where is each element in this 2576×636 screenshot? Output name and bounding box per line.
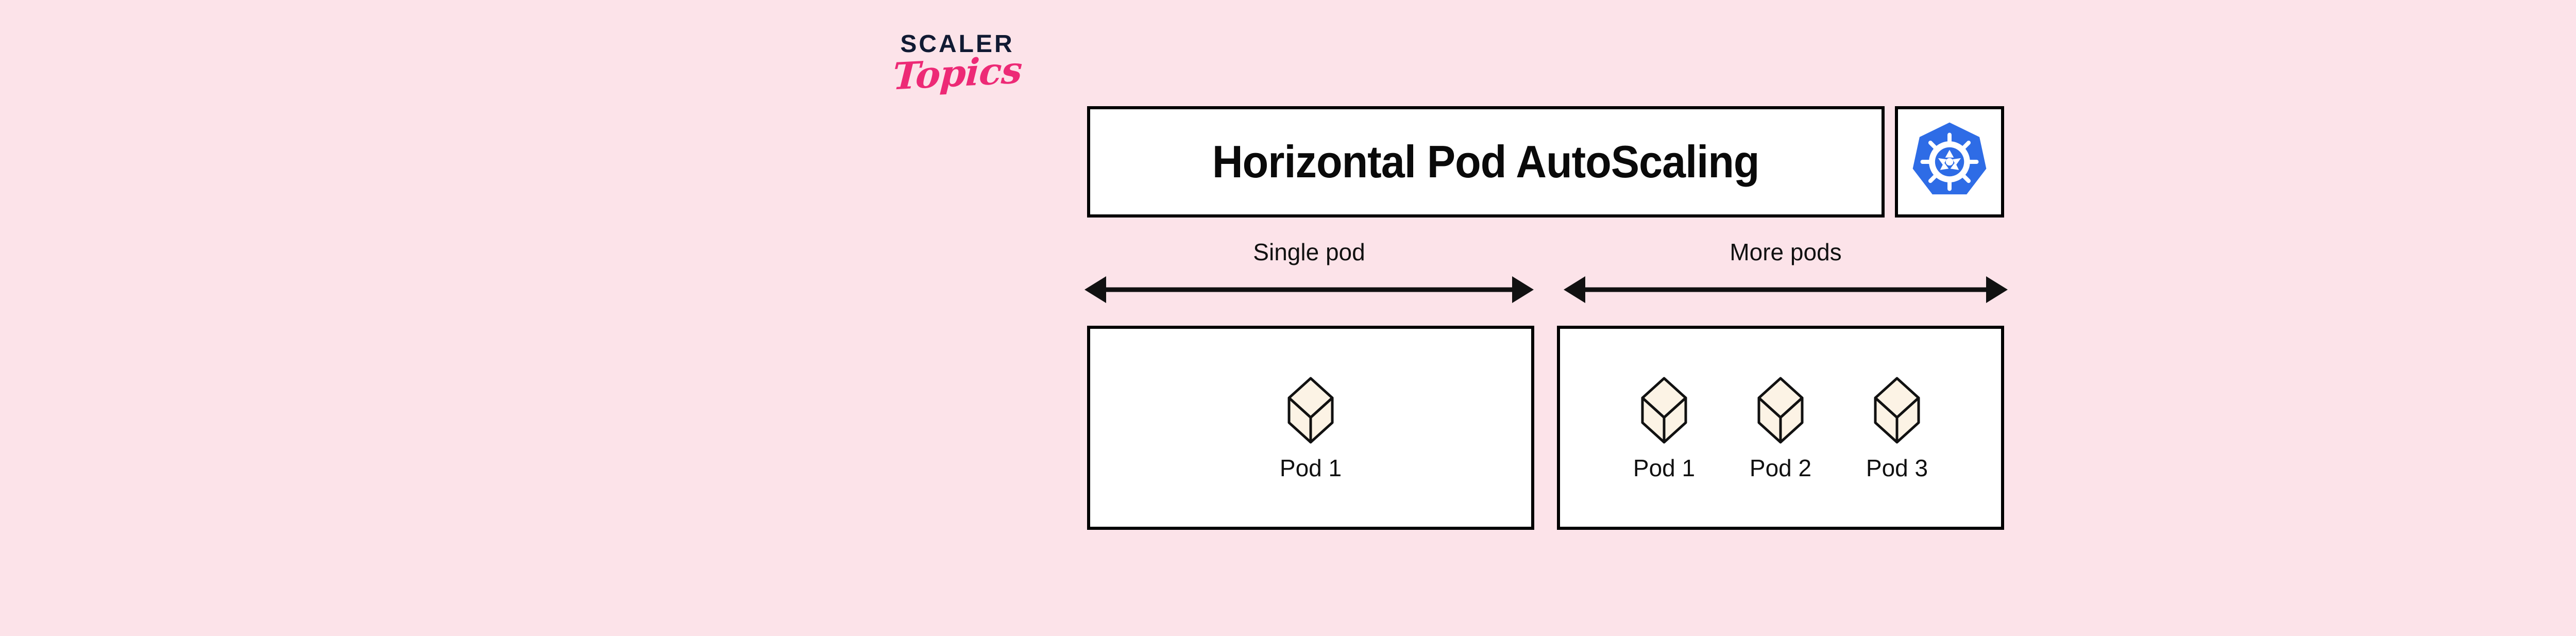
double-headed-arrow-icon [1564, 274, 2008, 305]
cube-icon [1640, 376, 1688, 447]
pod-item: Pod 2 [1734, 376, 1827, 480]
logo-wordmark-topics: Topics [891, 47, 1023, 98]
pod-list: Pod 1 [1090, 329, 1531, 527]
scaler-topics-logo: SCALER Topics [875, 32, 1040, 125]
pod-label: Pod 1 [1633, 454, 1696, 481]
title-panel: Horizontal Pod AutoScaling [1087, 106, 1885, 217]
pod-item: Pod 3 [1851, 376, 1943, 480]
kubernetes-logo-panel [1895, 106, 2004, 217]
kubernetes-icon [1907, 119, 1992, 205]
cube-icon [1873, 376, 1921, 447]
cube-icon [1287, 376, 1334, 447]
page-title: Horizontal Pod AutoScaling [1212, 136, 1760, 187]
pod-group-panel-single: Pod 1 [1087, 326, 1534, 530]
cube-icon [1757, 376, 1804, 447]
pod-item: Pod 1 [1618, 376, 1710, 480]
pod-label: Pod 1 [1279, 454, 1342, 481]
logo-wordmark-scaler: SCALER [900, 30, 1014, 58]
pod-group-panel-multi: Pod 1 Pod 2 [1557, 326, 2004, 530]
pod-item: Pod 1 [1264, 376, 1357, 480]
double-headed-arrow-icon [1084, 274, 1534, 305]
pod-label: Pod 2 [1749, 454, 1812, 481]
section-caption-multi: More pods [1730, 239, 1842, 265]
pod-list: Pod 1 Pod 2 [1560, 329, 2001, 527]
pod-label: Pod 3 [1866, 454, 1928, 481]
section-caption-single: Single pod [1253, 239, 1365, 265]
